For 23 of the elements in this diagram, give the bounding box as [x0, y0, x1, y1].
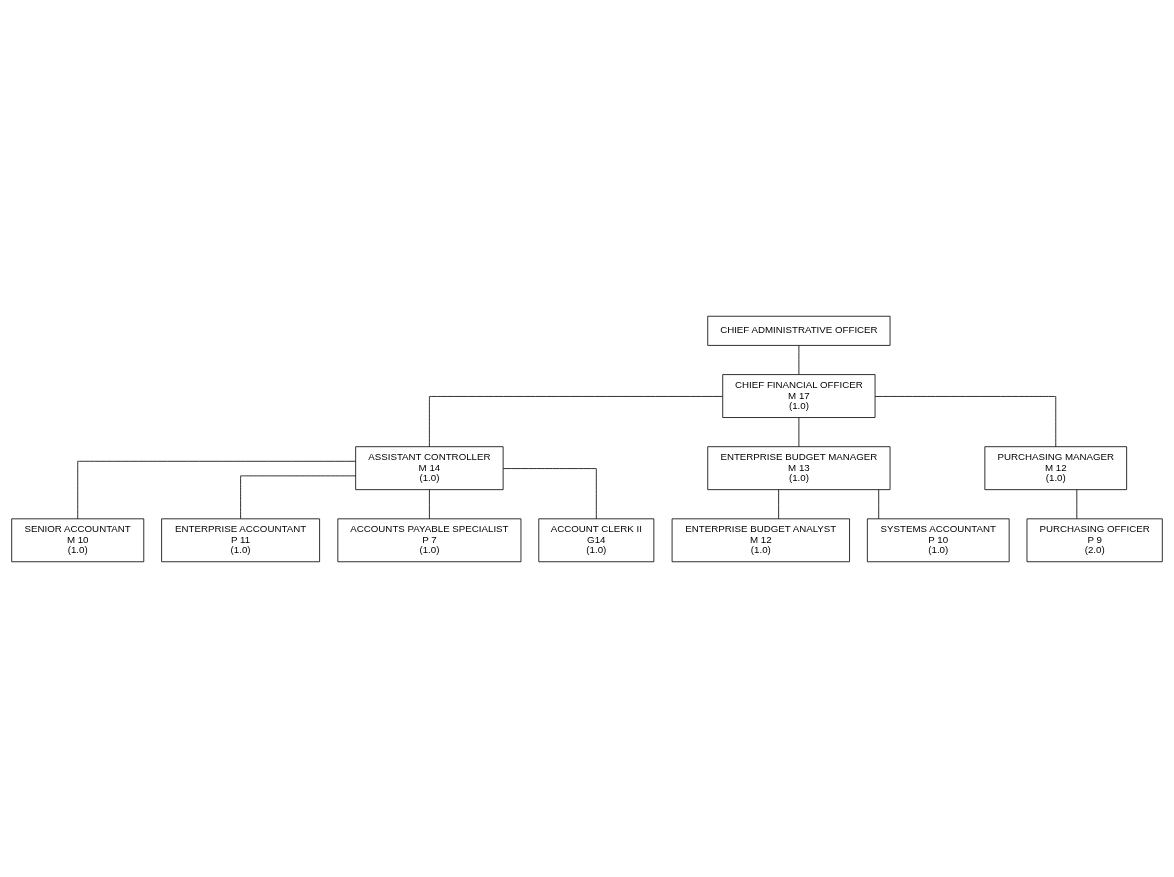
connector	[1076, 488, 1078, 519]
node-box: SYSTEMS ACCOUNTANT P 10 (1.0)	[866, 517, 1010, 562]
node-box: ENTERPRISE BUDGET MANAGER M 13 (1.0)	[707, 445, 891, 490]
node-box: ACCOUNTS PAYABLE SPECIALIST P 7 (1.0)	[337, 517, 522, 562]
node-box: CHIEF FINANCIAL OFFICER M 17 (1.0)	[722, 373, 876, 418]
node-box: ASSISTANT CONTROLLER M 14 (1.0)	[355, 445, 504, 490]
node-box: PURCHASING MANAGER M 12 (1.0)	[984, 445, 1128, 490]
node-box: CHIEF ADMINISTRATIVE OFFICER	[707, 315, 891, 346]
connector	[778, 488, 780, 519]
node-box: ENTERPRISE ACCOUNTANT P 11 (1.0)	[161, 517, 320, 562]
connector	[502, 467, 597, 519]
connector	[798, 416, 800, 447]
connector	[429, 395, 723, 447]
node-box: PURCHASING OFFICER P 9 (2.0)	[1026, 517, 1163, 562]
connector	[429, 488, 430, 519]
node-box: ACCOUNT CLERK II G14 (1.0)	[538, 517, 655, 562]
connector	[240, 474, 356, 519]
node-box: ENTERPRISE BUDGET ANALYST M 12 (1.0)	[671, 517, 850, 562]
node-box: SENIOR ACCOUNTANT M 10 (1.0)	[11, 517, 145, 562]
connector	[874, 395, 1057, 447]
connector	[798, 344, 800, 375]
connector	[878, 488, 880, 519]
connector	[77, 460, 356, 519]
